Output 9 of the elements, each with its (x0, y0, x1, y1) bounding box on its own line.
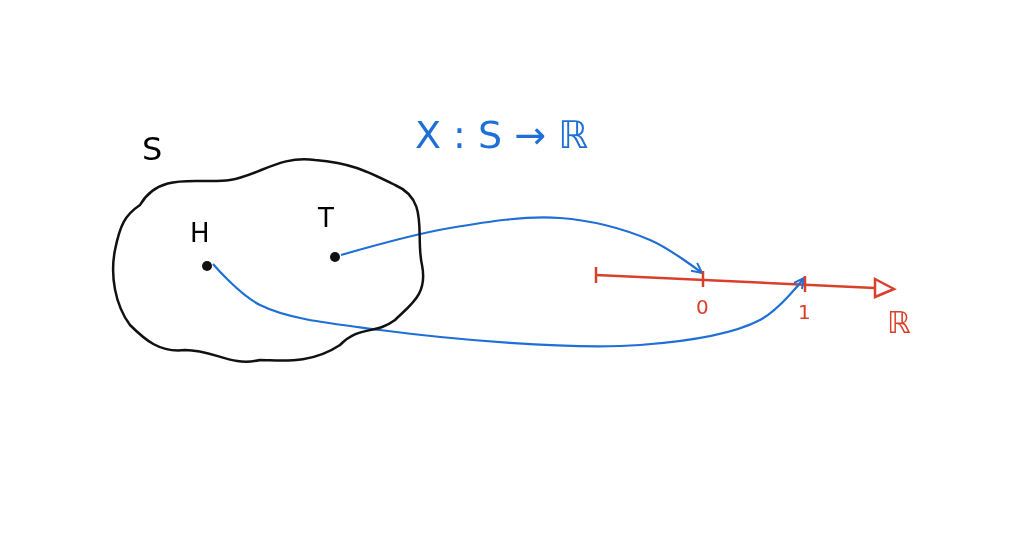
point-label: T (318, 205, 334, 231)
point-label: H (190, 220, 210, 246)
set-label: S (142, 133, 163, 165)
tick-label: 0 (696, 297, 709, 317)
arrow (212, 263, 805, 348)
arrow (340, 216, 703, 274)
axis-label: ℝ (887, 308, 911, 338)
tick-label: 1 (798, 302, 811, 322)
title: X : S → ℝ (415, 116, 589, 154)
